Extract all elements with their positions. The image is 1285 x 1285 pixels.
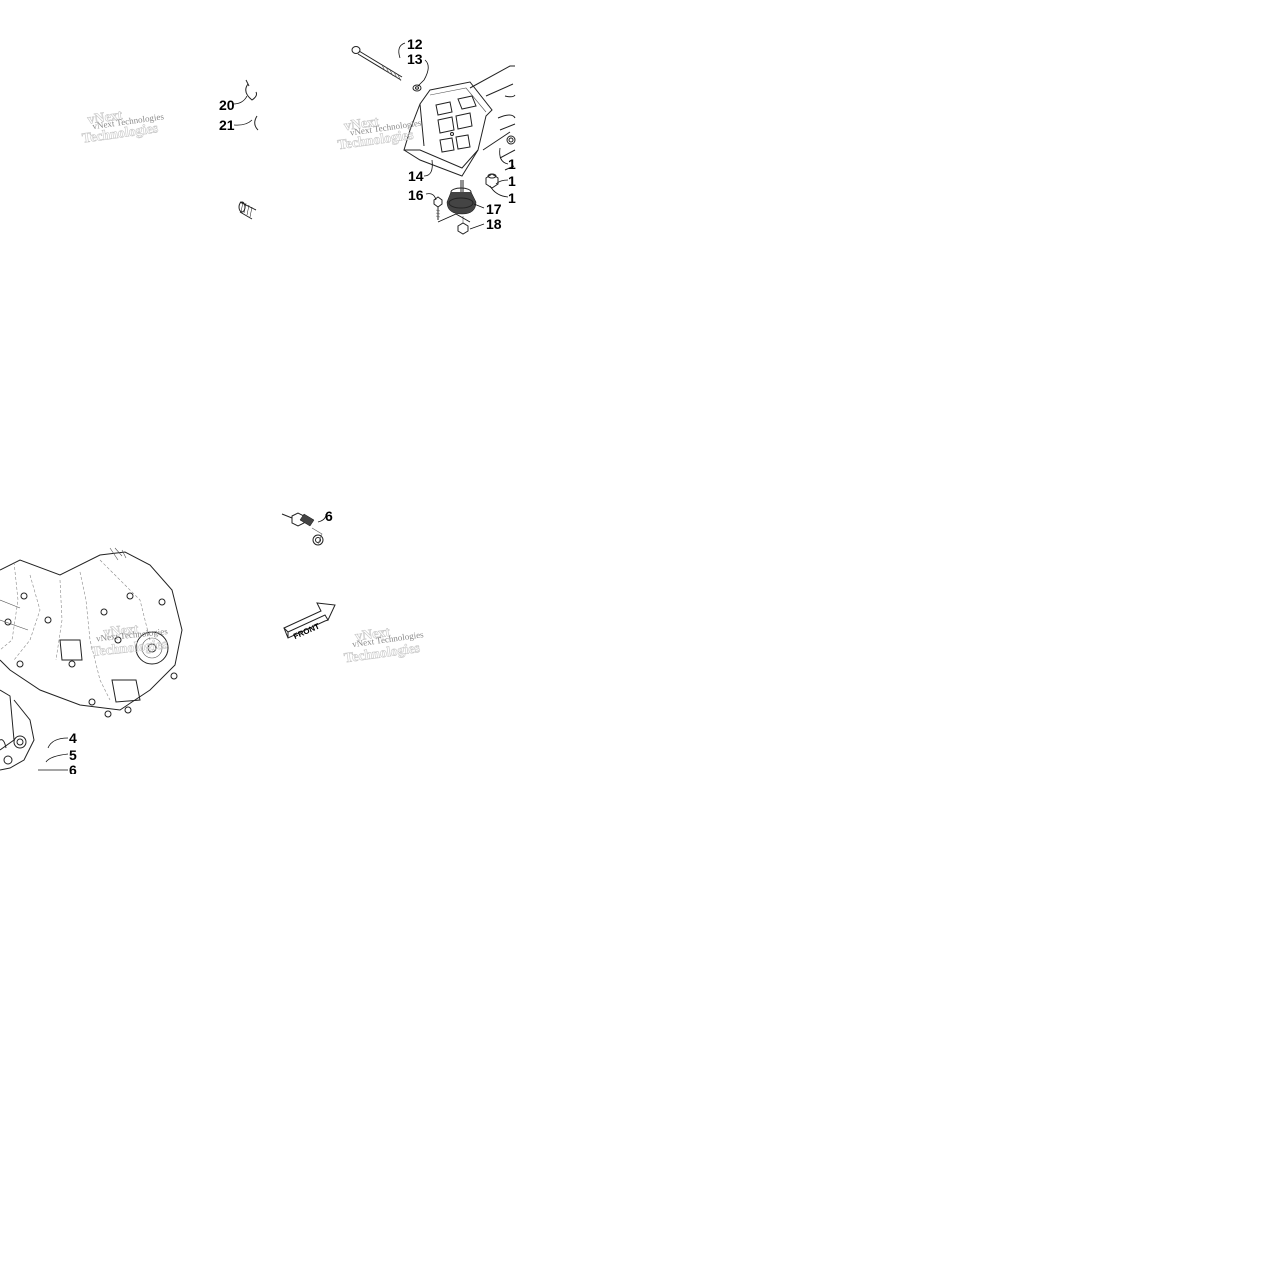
callout-17: 17 bbox=[486, 201, 502, 217]
callout-13: 13 bbox=[407, 51, 423, 67]
frame-tube-part bbox=[469, 65, 516, 171]
callout-6: 6 bbox=[69, 762, 77, 778]
watermark-middle-right: vNext Technologies vNext Technologies bbox=[343, 625, 425, 667]
callout-1-c: 1 bbox=[508, 190, 516, 206]
transmission-housing-part bbox=[0, 547, 183, 771]
callout-18: 18 bbox=[486, 216, 502, 232]
flange-nut-part bbox=[485, 173, 499, 189]
svg-text:vNext: vNext bbox=[343, 115, 380, 135]
rubber-mount-part bbox=[446, 180, 477, 215]
watermark-bottom-left: vNext Technologies vNext Technologies bbox=[90, 622, 169, 661]
callout-21: 21 bbox=[219, 117, 235, 133]
callout-1-b: 1 bbox=[508, 173, 516, 189]
callout-5: 5 bbox=[69, 747, 77, 763]
front-direction-arrow: FRONT bbox=[283, 602, 336, 641]
washer-part bbox=[412, 84, 422, 92]
blank-area bbox=[0, 774, 1285, 1285]
callout-12: 12 bbox=[407, 36, 423, 52]
svg-text:vNext: vNext bbox=[103, 622, 140, 641]
callout-1-a: 1 bbox=[508, 156, 516, 172]
retaining-clip-parts bbox=[232, 79, 259, 131]
callout-4: 4 bbox=[69, 730, 77, 746]
watermark-top-right: vNext Technologies vNext Technologies bbox=[336, 114, 422, 153]
callout-6-top: 6 bbox=[325, 508, 333, 524]
watermark-top-left: vNext Technologies vNext Technologies bbox=[81, 108, 165, 147]
engine-mount-bracket-part bbox=[403, 81, 493, 177]
callout-20: 20 bbox=[219, 97, 235, 113]
small-bolt-part bbox=[433, 196, 443, 220]
callout-14: 14 bbox=[408, 168, 424, 184]
lock-nut-part bbox=[457, 216, 469, 235]
svg-text:vNext: vNext bbox=[354, 625, 391, 645]
drain-fitting-assembly bbox=[281, 512, 327, 546]
callout-16: 16 bbox=[408, 187, 424, 203]
svg-text:vNext: vNext bbox=[87, 108, 124, 128]
mount-bracket-assembly bbox=[351, 42, 516, 235]
long-bolt-part bbox=[351, 46, 403, 82]
splined-shaft-part bbox=[238, 201, 257, 220]
